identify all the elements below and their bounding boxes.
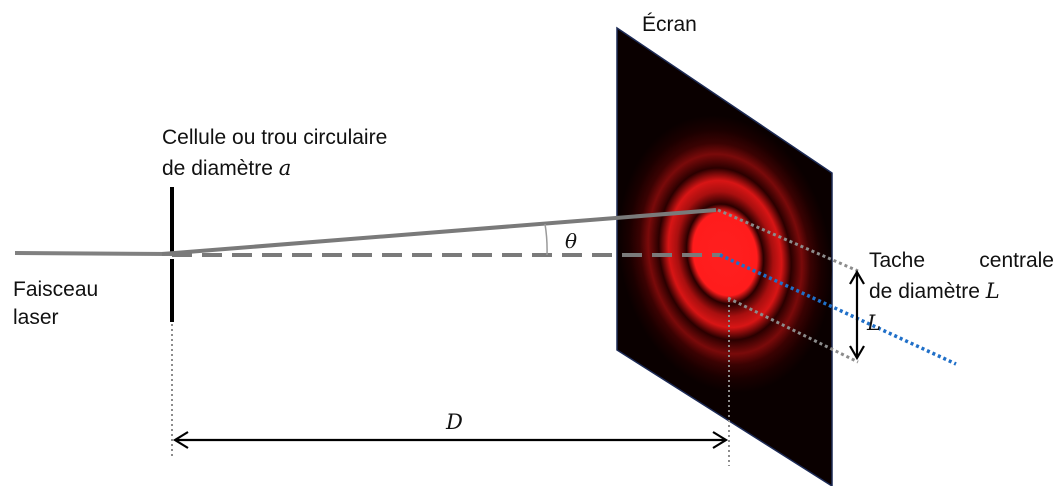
screen-label: Écran	[642, 13, 697, 36]
spot-projection-bottom	[727, 296, 859, 364]
laser-beam	[14, 251, 173, 256]
distance-label: D	[446, 410, 463, 434]
aperture-label: Cellule ou trou circulaire de diamètre a	[162, 122, 387, 184]
axis-extension	[719, 253, 957, 366]
spot-projection-top	[717, 208, 859, 273]
beam-label: Faisceau laser	[13, 276, 98, 332]
spot-label-line2: de diamètre L	[869, 279, 1000, 303]
beam-label-line2: laser	[13, 306, 59, 329]
aperture-variable: a	[278, 156, 292, 180]
beam-label-line1: Faisceau	[13, 278, 99, 301]
aperture-label-line2: de diamètre a	[162, 156, 292, 180]
angle-label: θ	[565, 229, 578, 253]
spot-arrow-label: L	[867, 311, 881, 335]
spot-diameter-arrow	[849, 269, 865, 361]
aperture-label-line1: Cellule ou trou circulaire	[162, 126, 388, 149]
distance-arrow	[172, 431, 729, 449]
spot-variable: L	[985, 279, 1000, 303]
angle-arc	[544, 223, 548, 256]
diffracted-ray	[161, 208, 717, 256]
